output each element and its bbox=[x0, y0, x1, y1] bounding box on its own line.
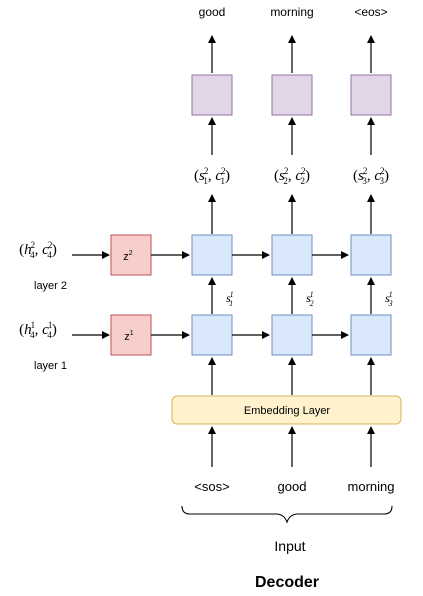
layer1-cell-3 bbox=[350, 314, 392, 356]
output-box-2 bbox=[271, 74, 313, 116]
output-word-1: good bbox=[199, 5, 226, 19]
z1-box bbox=[110, 314, 152, 356]
layer2-cell-1 bbox=[191, 234, 233, 276]
input-word-3: morning bbox=[348, 479, 395, 494]
output-word-2: morning bbox=[270, 5, 313, 19]
layer2-cell-2 bbox=[271, 234, 313, 276]
layer1-cell-1 bbox=[191, 314, 233, 356]
layer2-label: layer 2 bbox=[34, 280, 67, 292]
input-brace bbox=[181, 505, 393, 524]
layer1-label: layer 1 bbox=[34, 360, 67, 372]
input-word-1: <sos> bbox=[194, 479, 229, 494]
embedding-layer-label: Embedding Layer bbox=[244, 405, 331, 417]
output-box-3 bbox=[350, 74, 392, 116]
output-box-1 bbox=[191, 74, 233, 116]
output-word-3: <eos> bbox=[354, 5, 387, 19]
z2-label: z2 bbox=[123, 250, 133, 263]
embedding-layer-box bbox=[171, 395, 402, 425]
input-word-2: good bbox=[278, 479, 307, 494]
input-label: Input bbox=[274, 538, 305, 554]
layer1-cell-2 bbox=[271, 314, 313, 356]
diagram-title: Decoder bbox=[255, 574, 319, 591]
layer2-cell-3 bbox=[350, 234, 392, 276]
z1-label: z1 bbox=[124, 330, 134, 343]
